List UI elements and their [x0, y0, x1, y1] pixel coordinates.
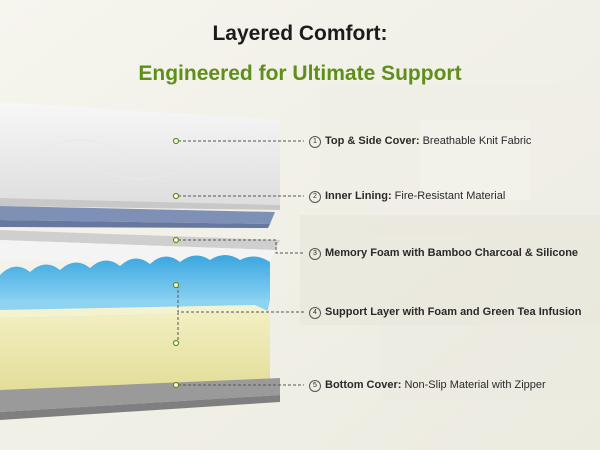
callout-bold: Bottom Cover:: [325, 379, 402, 391]
callout-layer-4: 4 Support Layer with Foam and Green Tea I…: [309, 306, 582, 319]
layer-bottom-cover: [0, 378, 280, 420]
layer-inner-lining: [0, 206, 275, 228]
callout-text: Fire-Resistant Material: [394, 190, 506, 202]
number-badge: 2: [309, 191, 321, 203]
callout-layer-3: 3 Memory Foam with Bamboo Charcoal & Sili…: [309, 247, 578, 260]
layer-support-foam: [0, 305, 270, 392]
number-badge: 5: [309, 380, 321, 392]
layer-top-cover: [0, 102, 281, 210]
callout-bold: Top & Side Cover:: [325, 135, 420, 147]
heading-line-1: Layered Comfort:: [212, 22, 388, 45]
callout-bold: Inner Lining:: [325, 190, 392, 202]
callout-bold: Memory Foam with Bamboo Charcoal & Silic…: [325, 247, 579, 259]
callout-text: Breathable Knit Fabric: [422, 135, 532, 147]
leader-dots: [172, 137, 180, 389]
callout-layer-2: 2 Inner Lining: Fire-Resistant Material: [309, 190, 505, 203]
callout-layer-5: 5 Bottom Cover: Non-Slip Material with Zi…: [309, 379, 546, 392]
number-badge: 3: [309, 248, 321, 260]
leader-lines: [177, 140, 304, 386]
number-badge: 1: [309, 136, 321, 148]
callout-bold: Support Layer with Foam and Green Tea In…: [325, 306, 582, 318]
callout-text: Non-Slip Material with Zipper: [404, 379, 546, 391]
callout-layer-1: 1 Top & Side Cover: Breathable Knit Fabri…: [309, 135, 531, 148]
heading-line-2: Engineered for Ultimate Support: [138, 62, 462, 85]
number-badge: 4: [309, 307, 321, 319]
